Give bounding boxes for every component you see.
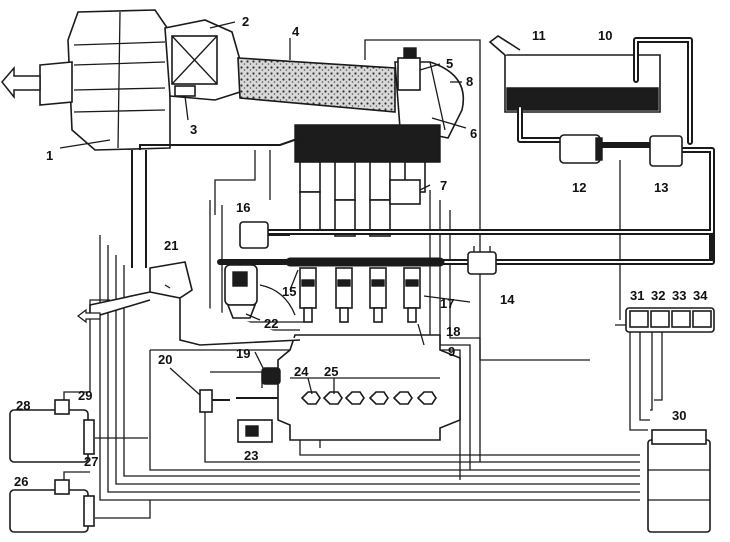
fuel-filter — [649, 135, 683, 167]
callout-11: 11 — [532, 28, 546, 43]
callout-labels: 1 2 3 4 5 6 7 8 9 10 11 12 13 14 15 16 1… — [14, 14, 708, 489]
connectors — [625, 307, 715, 333]
callout-2: 2 — [242, 14, 249, 29]
fuel-pump — [559, 134, 603, 164]
air-valve-sensor — [403, 47, 417, 59]
intake-duct — [237, 57, 396, 113]
callout-14: 14 — [500, 292, 515, 307]
air-filter-housing — [39, 9, 171, 151]
callout-9: 9 — [448, 344, 455, 359]
air-flow-meter — [164, 19, 241, 101]
callout-4: 4 — [292, 24, 300, 39]
callout-16: 16 — [236, 200, 250, 215]
callout-25: 25 — [324, 364, 338, 379]
callout-28: 28 — [16, 398, 30, 413]
callout-15: 15 — [282, 284, 296, 299]
callout-24: 24 — [294, 364, 309, 379]
callout-8: 8 — [466, 74, 473, 89]
callout-10: 10 — [598, 28, 612, 43]
callout-27: 27 — [84, 454, 98, 469]
callout-33: 33 — [672, 288, 686, 303]
callout-19: 19 — [236, 346, 250, 361]
callout-31: 31 — [630, 288, 644, 303]
intake-elbow — [89, 261, 301, 346]
engine-block — [277, 334, 461, 441]
intake-air-arrow — [1, 65, 41, 100]
callout-12: 12 — [572, 180, 586, 195]
callout-32: 32 — [651, 288, 665, 303]
intake-manifold — [294, 124, 441, 237]
callout-1: 1 — [46, 148, 53, 163]
callout-34: 34 — [693, 288, 708, 303]
callout-30: 30 — [672, 408, 686, 423]
throttle-switch — [397, 57, 421, 91]
callout-26: 26 — [14, 474, 28, 489]
auxiliary-air-valve — [389, 179, 421, 205]
fuel-tank — [488, 35, 661, 113]
callout-29: 29 — [78, 388, 92, 403]
electronic-control-unit — [647, 429, 711, 533]
exhaust-outlet-arrow — [77, 308, 101, 324]
crank-position-sensor — [237, 419, 273, 443]
air-hose — [139, 137, 301, 150]
injectors — [299, 267, 421, 323]
callout-13: 13 — [654, 180, 668, 195]
ignition-distributor — [224, 264, 296, 319]
callout-23: 23 — [244, 448, 258, 463]
callout-17: 17 — [440, 296, 454, 311]
callout-21: 21 — [164, 238, 178, 253]
callout-20: 20 — [158, 352, 172, 367]
callout-7: 7 — [440, 178, 447, 193]
callout-leaders — [59, 21, 471, 396]
pressure-regulator — [467, 246, 497, 275]
main-relay — [9, 399, 95, 463]
cold-start-valve — [239, 221, 290, 249]
callout-6: 6 — [470, 126, 477, 141]
temperature-sensor — [261, 367, 281, 385]
callout-22: 22 — [264, 316, 278, 331]
thermo-time-switch — [199, 389, 230, 413]
callout-5: 5 — [446, 56, 453, 71]
pump-relay — [9, 479, 95, 533]
callout-18: 18 — [446, 324, 460, 339]
callout-3: 3 — [190, 122, 197, 137]
